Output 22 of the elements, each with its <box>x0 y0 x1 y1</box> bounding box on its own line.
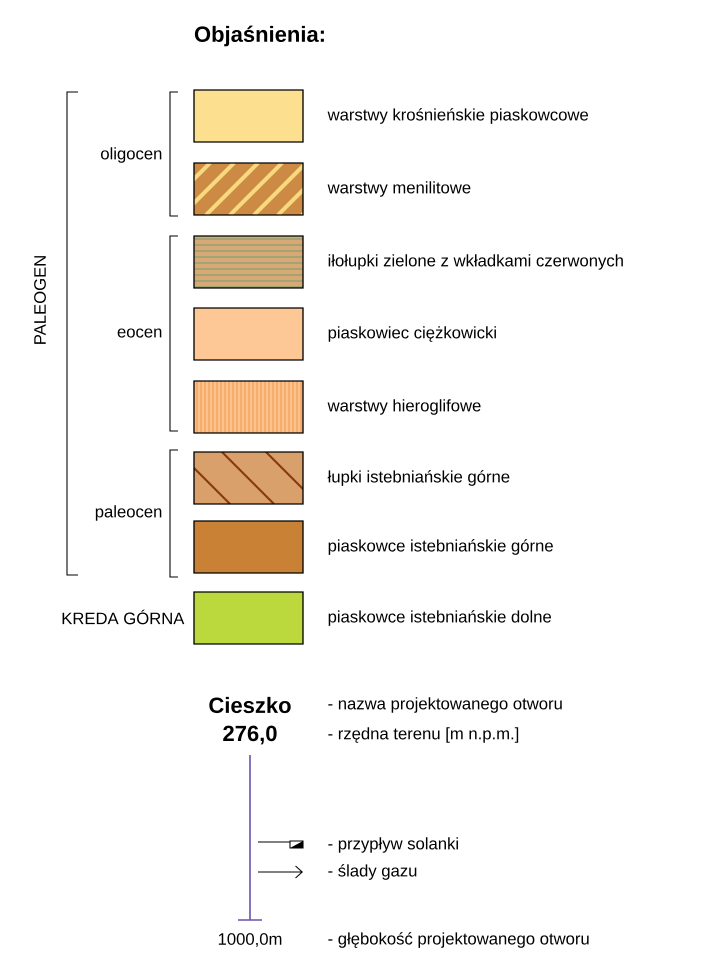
explanation-text: - nazwa projektowanego otworu <box>328 697 562 713</box>
legend-text: - przypływ solanki <box>328 837 458 853</box>
legend-text: - ślady gazu <box>328 864 416 880</box>
explanation-text: - rzędna terenu [m n.p.m.] <box>328 727 518 743</box>
legend-text: warstwy menilitowe <box>328 181 470 197</box>
legend-text: piaskowiec ciężkowicki <box>328 326 496 342</box>
legend-text: piaskowce istebniańskie dolne <box>328 610 551 626</box>
title: Objaśnienia: <box>194 26 324 46</box>
period-label: KREDA GÓRNA <box>62 610 184 624</box>
elevation-value: 276,0 <box>223 726 277 744</box>
legend-text: warstwy hieroglifowe <box>328 399 481 415</box>
legend-text: łupki istebniańskie górne <box>328 470 510 486</box>
borehole-name: Cieszko <box>209 696 291 714</box>
epoch-label: eocen <box>118 328 162 338</box>
depth-value: 1000,0m <box>218 933 282 947</box>
legend-text: warstwy krośnieńskie piaskowcowe <box>328 108 588 124</box>
legend-text: iłołupki zielone z wkładkami czerwonych <box>328 254 623 270</box>
period-label: PALEOGEN <box>34 256 46 344</box>
epoch-label: oligocen <box>101 147 162 163</box>
explanation-text: - głębokość projektowanego otworu <box>328 932 589 948</box>
legend-text: piaskowce istebniańskie górne <box>328 539 553 555</box>
epoch-label: paleocen <box>96 505 162 521</box>
